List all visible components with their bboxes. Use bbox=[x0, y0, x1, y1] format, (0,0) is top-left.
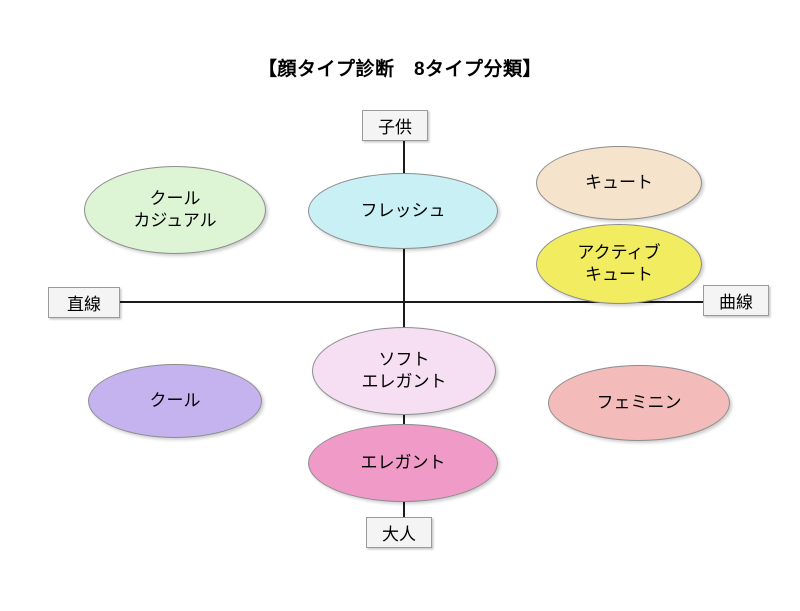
node-elegant: エレガント bbox=[308, 424, 498, 502]
node-cute-label: キュート bbox=[585, 173, 653, 193]
axis-label-left: 直線 bbox=[48, 287, 120, 318]
node-cool: クール bbox=[88, 364, 262, 438]
node-feminine: フェミニン bbox=[548, 365, 730, 441]
horizontal-axis-line bbox=[118, 301, 706, 303]
node-feminine-label: フェミニン bbox=[596, 393, 682, 413]
node-cool-label: クール bbox=[149, 391, 201, 411]
node-fresh: フレッシュ bbox=[308, 173, 498, 249]
node-cool-casual: クール カジュアル bbox=[84, 166, 266, 254]
node-active-cute-label: アクティブ キュート bbox=[577, 243, 661, 284]
node-active-cute: アクティブ キュート bbox=[536, 224, 702, 304]
node-fresh-label: フレッシュ bbox=[360, 201, 446, 221]
node-elegant-label: エレガント bbox=[360, 453, 446, 473]
axis-label-bottom: 大人 bbox=[366, 517, 432, 548]
page-title: 【顔タイプ診断 8タイプ分類】 bbox=[257, 59, 543, 80]
axis-label-right: 曲線 bbox=[703, 285, 769, 316]
node-soft-elegant: ソフト エレガント bbox=[312, 327, 496, 415]
node-soft-elegant-label: ソフト エレガント bbox=[361, 350, 447, 391]
node-cute: キュート bbox=[536, 146, 702, 220]
axis-label-top: 子供 bbox=[362, 110, 428, 141]
node-cool-casual-label: クール カジュアル bbox=[133, 189, 217, 230]
